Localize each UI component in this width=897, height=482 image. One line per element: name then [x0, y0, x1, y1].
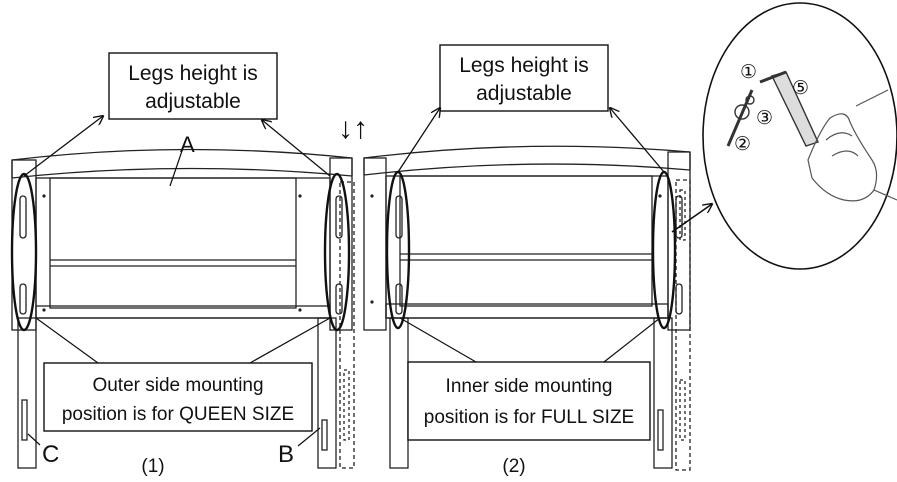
detail-mark-5: ⑤ — [792, 78, 809, 99]
arrow-right-panel-left-post — [397, 108, 440, 173]
full-note-box — [407, 361, 651, 441]
arrow-right-post — [262, 120, 331, 177]
detail-hardware — [726, 70, 819, 147]
detail-mark-1: ① — [740, 62, 757, 83]
detail-circle — [702, 2, 897, 270]
left-screw-dots — [42, 194, 302, 312]
right-screw-dots — [370, 194, 662, 304]
height-note-1-line2: adjustable — [145, 90, 241, 113]
height-note-2-line2: adjustable — [476, 82, 572, 105]
label-c: C — [42, 441, 59, 468]
label-b: B — [278, 441, 294, 468]
caption-2: (2) — [502, 456, 525, 477]
label-c-leader — [27, 433, 41, 446]
queen-leader-right — [249, 317, 331, 364]
full-note-line2: position is for FULL SIZE — [424, 407, 634, 428]
height-note-1-line1: Legs height is — [128, 62, 258, 85]
detail-hand — [807, 89, 897, 202]
height-note-2-line1: Legs height is — [459, 54, 589, 77]
height-note-box-2 — [439, 44, 609, 112]
full-leader-left — [399, 317, 477, 363]
queen-note-box — [43, 362, 313, 432]
arrow-left-post — [23, 116, 103, 177]
label-b-leader — [297, 427, 321, 447]
height-note-box-1 — [108, 52, 278, 120]
right-post-highlight — [323, 172, 351, 332]
detail-mark-3: ③ — [756, 108, 773, 129]
queen-note-line2: position is for QUEEN SIZE — [62, 404, 294, 425]
up-down-arrows: ↓↑ — [338, 112, 368, 145]
full-note-line1: Inner side mounting — [446, 376, 613, 397]
arrow-right-panel-right-post — [610, 108, 665, 173]
label-a-leader — [169, 144, 185, 187]
full-leader-right — [603, 317, 661, 363]
queen-leader-left — [35, 317, 99, 364]
detail-arrow — [671, 204, 712, 233]
caption-1: (1) — [141, 456, 164, 477]
queen-note-line1: Outer side mounting — [92, 375, 263, 396]
right-headboard — [363, 145, 691, 471]
detail-mark-2: ② — [734, 134, 751, 155]
label-a: A — [180, 132, 195, 157]
left-post-highlight — [10, 172, 38, 332]
